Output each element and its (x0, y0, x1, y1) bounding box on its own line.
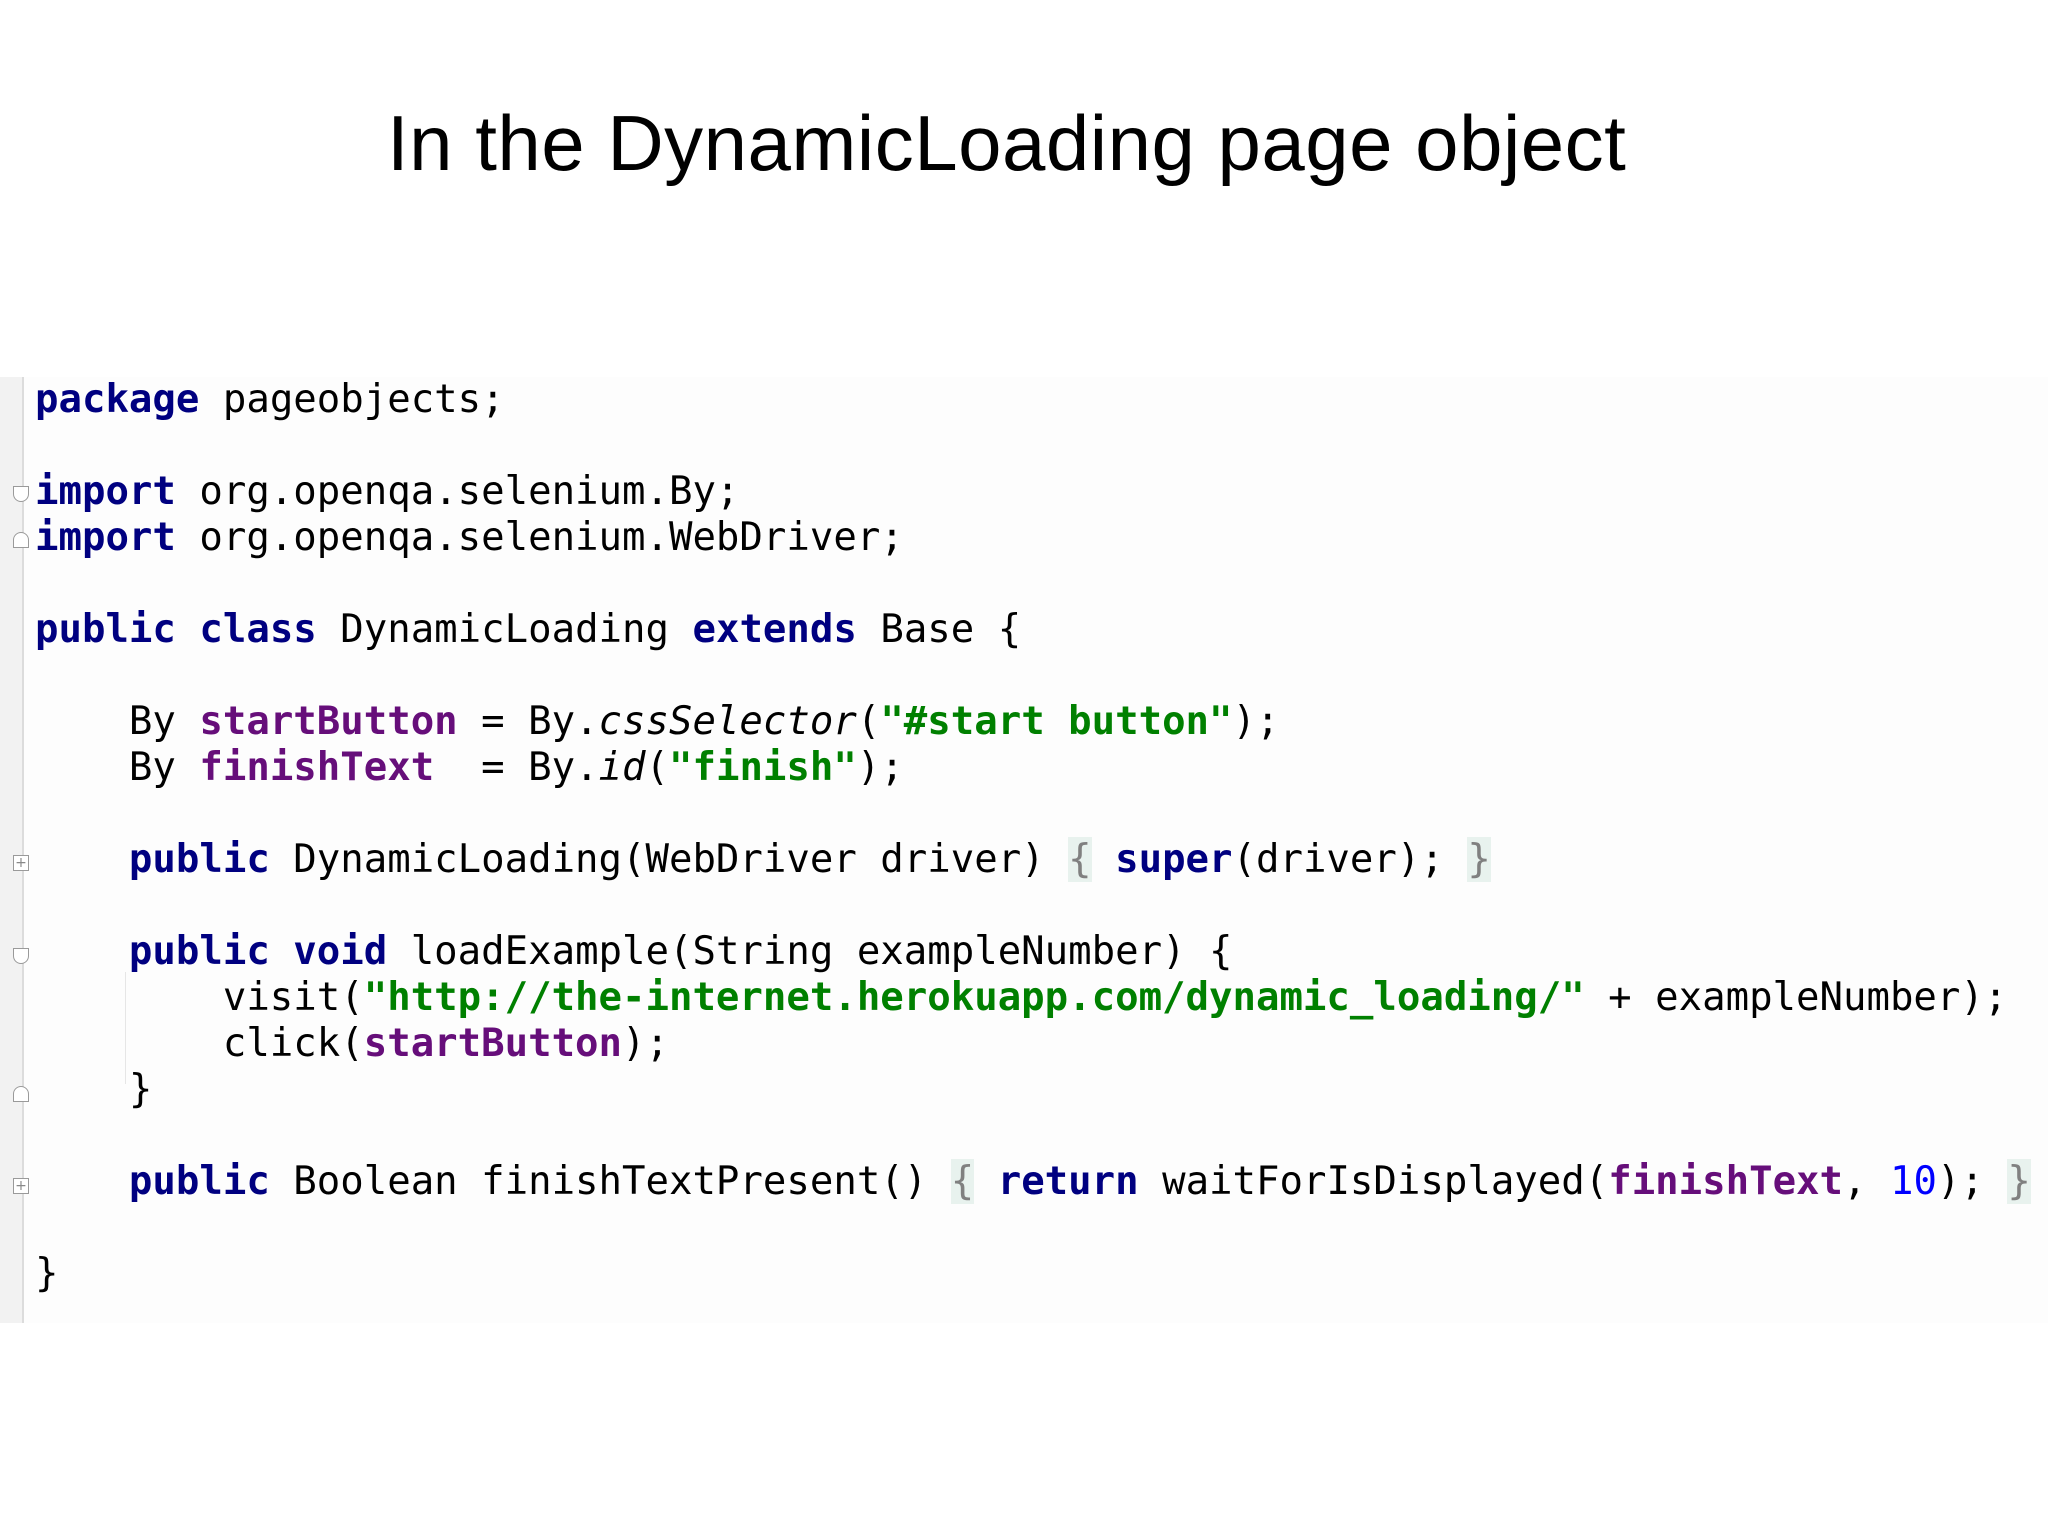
code-line-click: click(startButton); (35, 1021, 669, 1067)
fold-close-icon[interactable] (13, 532, 29, 548)
string-start-selector: "#start button" (880, 699, 1233, 744)
code-line-finish-text-present: public Boolean finishTextPresent() { ret… (128, 1159, 2031, 1204)
click-rest: ); (622, 1021, 669, 1066)
constructor-signature: DynamicLoading(WebDriver driver) (293, 837, 1045, 882)
code-line-import-by: import org.openqa.selenium.By; (35, 469, 739, 515)
keyword-public: public (128, 837, 270, 882)
field-start-button-ref: startButton (363, 1021, 623, 1066)
import-webdriver: org.openqa.selenium.WebDriver; (199, 515, 904, 560)
super-args: (driver); (1232, 837, 1444, 882)
finish-text-present-signature: Boolean finishTextPresent() (293, 1159, 928, 1204)
field-finish-text: finishText (199, 745, 435, 790)
fold-open-icon[interactable] (13, 948, 29, 964)
wait-call: waitForIsDisplayed( (1162, 1159, 1609, 1204)
code-line-constructor: public DynamicLoading(WebDriver driver) … (35, 837, 1491, 883)
visit-call: visit( (222, 975, 364, 1020)
keyword-super: super (1115, 837, 1233, 882)
class-name: DynamicLoading (340, 607, 669, 652)
keyword-public: public (128, 1159, 270, 1204)
keyword-extends: extends (692, 607, 857, 652)
string-visit-url: "http://the-internet.herokuapp.com/dynam… (363, 975, 1585, 1020)
method-close-brace: } (128, 1067, 153, 1112)
folded-open-brace[interactable]: { (1068, 837, 1092, 882)
fold-expand-icon[interactable]: + (13, 1178, 29, 1194)
folded-close-brace[interactable]: } (2007, 1159, 2031, 1204)
code-line-finish-text: By finishText = By.id("finish"); (128, 745, 904, 790)
load-example-signature: loadExample(String exampleNumber) { (410, 929, 1233, 974)
base-class: Base { (880, 607, 1022, 652)
code-line-load-example: public void loadExample(String exampleNu… (35, 929, 1233, 975)
click-call: click( (222, 1021, 364, 1066)
package-name: pageobjects; (222, 377, 505, 422)
code-line-method-close: } (35, 1067, 152, 1113)
folded-close-brace[interactable]: } (1467, 837, 1491, 882)
type-by: By (128, 699, 176, 744)
indent-guide (125, 972, 126, 1084)
code-line-package: package pageobjects; (35, 377, 505, 423)
wait-rest: ); (1936, 1159, 1984, 1204)
keyword-import: import (35, 469, 176, 514)
code-line-class-decl: public class DynamicLoading extends Base… (35, 607, 1021, 653)
assign-by: = By. (457, 699, 599, 744)
field-finish-text-ref: finishText (1608, 1159, 1844, 1204)
class-close-brace: } (35, 1251, 59, 1296)
fold-expand-icon[interactable]: + (13, 855, 29, 871)
keyword-package: package (35, 377, 200, 422)
keyword-public: public (35, 607, 176, 652)
method-css-selector: cssSelector (598, 699, 857, 744)
code-line-start-button: By startButton = By.cssSelector("#start … (128, 699, 1280, 744)
number-timeout: 10 (1890, 1159, 1937, 1204)
method-id: id (598, 745, 646, 790)
code-editor: + + package pageobjects; import org.open… (0, 377, 2048, 1323)
code-line-visit: visit("http://the-internet.herokuapp.com… (35, 975, 2008, 1021)
visit-rest: + exampleNumber); (1584, 975, 2008, 1020)
keyword-class: class (199, 607, 317, 652)
keyword-return: return (997, 1159, 1139, 1204)
fold-close-icon[interactable] (13, 1086, 29, 1102)
keyword-import: import (35, 515, 176, 560)
fold-open-icon[interactable] (13, 486, 29, 502)
type-by: By (128, 745, 176, 790)
field-start-button: startButton (199, 699, 458, 744)
assign-by: = By. (434, 745, 599, 790)
string-finish-id: "finish" (669, 745, 857, 790)
keyword-public: public (128, 929, 270, 974)
code-line-import-webdriver: import org.openqa.selenium.WebDriver; (35, 515, 904, 561)
folded-open-brace[interactable]: { (950, 1159, 975, 1204)
code-line-class-close: } (35, 1251, 58, 1297)
import-by: org.openqa.selenium.By; (199, 469, 740, 514)
slide-title: In the DynamicLoading page object (387, 99, 1627, 187)
keyword-void: void (293, 929, 388, 974)
